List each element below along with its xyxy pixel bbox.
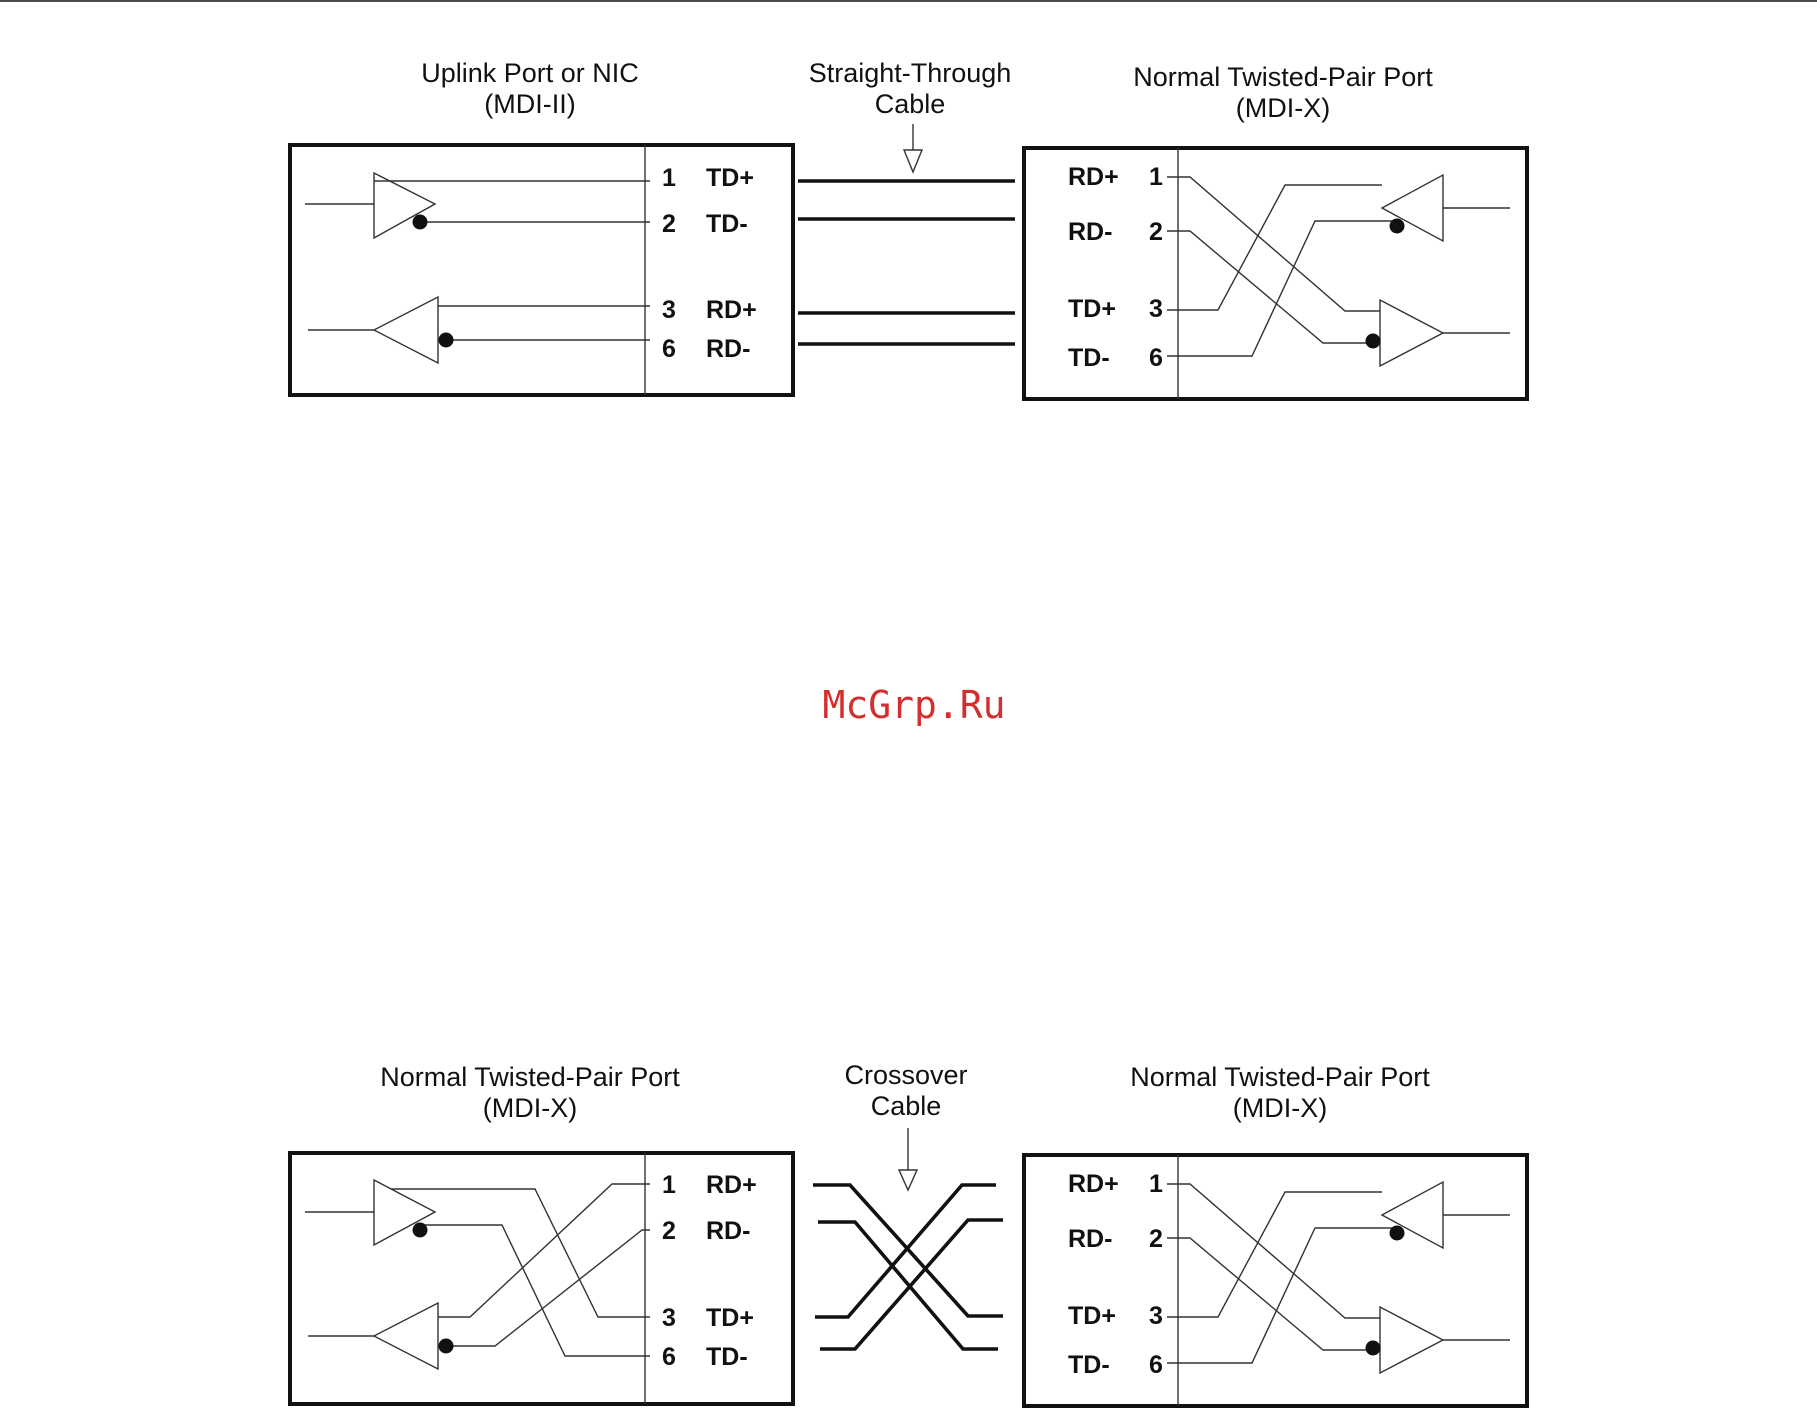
inverting-dot-icon — [439, 1339, 454, 1354]
top-right-port-title: Normal Twisted-Pair Port — [1133, 62, 1433, 92]
pin-number: 1 — [662, 1171, 676, 1199]
bottom-left-port-subtitle: (MDI-X) — [483, 1093, 577, 1123]
pin-signal: RD- — [1068, 218, 1112, 246]
pin-number: 2 — [1149, 218, 1163, 246]
straight-through-cable: Straight-Through Cable — [798, 58, 1015, 344]
straight-through-diagram: Uplink Port or NIC (MDI-II) 1 TD+ — [290, 58, 1527, 399]
pin-number: 1 — [662, 164, 676, 192]
pin-number: 2 — [662, 210, 676, 238]
receive-driver — [1382, 1182, 1510, 1248]
top-left-port-title: Uplink Port or NIC — [421, 58, 639, 88]
pin-signal: RD- — [706, 1217, 750, 1245]
watermark: McGrp.Ru — [822, 683, 1005, 727]
pin-signal: TD+ — [706, 1304, 754, 1332]
bottom-right-port: Normal Twisted-Pair Port (MDI-X) RD+ 1 R… — [1024, 1062, 1527, 1406]
receive-amplifier-icon — [374, 1303, 438, 1369]
transmit-driver — [305, 1180, 435, 1245]
pin-signal: TD+ — [706, 164, 754, 192]
inverting-dot-icon — [1366, 334, 1381, 349]
receive-driver — [308, 1303, 454, 1369]
inverting-dot-icon — [413, 215, 428, 230]
pin-number: 3 — [662, 296, 676, 324]
bottom-left-port: Normal Twisted-Pair Port (MDI-X) — [290, 1062, 793, 1404]
pin-signal: RD- — [706, 335, 750, 363]
pin-signal: TD+ — [1068, 1302, 1116, 1330]
top-right-port-subtitle: (MDI-X) — [1236, 93, 1330, 123]
transmit-driver — [1366, 1307, 1511, 1373]
top-left-port-subtitle: (MDI-II) — [484, 89, 575, 119]
pin-number: 1 — [1149, 163, 1163, 191]
pin-signal: TD- — [1068, 344, 1110, 372]
transmit-amplifier-icon — [374, 173, 435, 238]
transmit-driver — [305, 173, 650, 238]
crossover-diagram: Normal Twisted-Pair Port (MDI-X) — [290, 1060, 1527, 1406]
cable-wire — [813, 1185, 1003, 1316]
top-right-pin-labels: RD+ 1 RD- 2 TD+ 3 TD- 6 — [1068, 163, 1163, 372]
pin-number: 2 — [1149, 1225, 1163, 1253]
top-left-pin-labels: 1 TD+ 2 TD- 3 RD+ 6 RD- — [662, 164, 757, 363]
transmit-amplifier-icon — [374, 1180, 435, 1245]
pin-number: 3 — [1149, 1302, 1163, 1330]
down-arrow-icon — [904, 124, 922, 172]
receive-amplifier-icon — [1382, 175, 1443, 241]
pin-signal: TD- — [706, 210, 748, 238]
down-arrow-icon — [899, 1128, 917, 1190]
cable-wire — [820, 1220, 1003, 1349]
top-cable-label-line1: Straight-Through — [809, 58, 1012, 88]
pin-number: 3 — [1149, 295, 1163, 323]
pin-signal: RD+ — [1068, 163, 1119, 191]
pin-signal: RD+ — [706, 1171, 757, 1199]
pin-number: 2 — [662, 1217, 676, 1245]
inverting-dot-icon — [1390, 219, 1405, 234]
bottom-left-pin-labels: 1 RD+ 2 RD- 3 TD+ 6 TD- — [662, 1171, 757, 1371]
receive-amplifier-icon — [1382, 1182, 1443, 1248]
pin-number: 6 — [1149, 344, 1163, 372]
bottom-right-port-title: Normal Twisted-Pair Port — [1130, 1062, 1430, 1092]
bottom-cable-label-line2: Cable — [871, 1091, 942, 1121]
inverting-dot-icon — [1366, 1341, 1381, 1356]
cable-wire — [818, 1222, 998, 1349]
top-left-port: Uplink Port or NIC (MDI-II) 1 TD+ — [290, 58, 793, 395]
top-cable-label-line2: Cable — [875, 89, 946, 119]
pin-number: 6 — [662, 1343, 676, 1371]
internal-crossover-wiring — [1167, 1184, 1397, 1363]
pin-number: 3 — [662, 1304, 676, 1332]
pin-number: 6 — [662, 335, 676, 363]
pin-number: 1 — [1149, 1170, 1163, 1198]
bottom-left-port-title: Normal Twisted-Pair Port — [380, 1062, 680, 1092]
pin-signal: TD- — [706, 1343, 748, 1371]
inverting-dot-icon — [439, 333, 454, 348]
top-right-port: Normal Twisted-Pair Port (MDI-X) RD+ 1 R… — [1024, 62, 1527, 399]
transmit-amplifier-icon — [1380, 300, 1443, 366]
pin-number: 6 — [1149, 1351, 1163, 1379]
bottom-right-port-subtitle: (MDI-X) — [1233, 1093, 1327, 1123]
receive-driver — [308, 297, 650, 363]
inverting-dot-icon — [413, 1223, 428, 1238]
inverting-dot-icon — [1390, 1226, 1405, 1241]
transmit-amplifier-icon — [1380, 1307, 1443, 1373]
receive-driver — [1382, 175, 1510, 241]
pin-signal: TD- — [1068, 1351, 1110, 1379]
crossover-cable: Crossover Cable — [813, 1060, 1003, 1349]
receive-amplifier-icon — [374, 297, 438, 363]
pin-signal: TD+ — [1068, 295, 1116, 323]
pin-signal: RD- — [1068, 1225, 1112, 1253]
bottom-cable-label-line1: Crossover — [844, 1060, 967, 1090]
pin-signal: RD+ — [1068, 1170, 1119, 1198]
cable-wire — [815, 1185, 996, 1317]
transmit-driver — [1366, 300, 1511, 366]
pin-signal: RD+ — [706, 296, 757, 324]
internal-crossover-wiring — [1167, 177, 1397, 356]
bottom-right-pin-labels: RD+ 1 RD- 2 TD+ 3 TD- 6 — [1068, 1170, 1163, 1379]
